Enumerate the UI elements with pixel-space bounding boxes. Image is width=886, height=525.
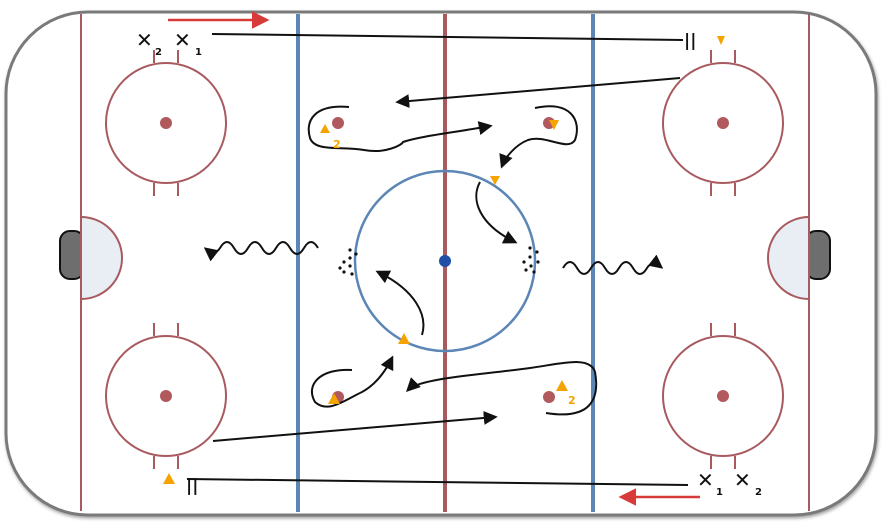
pylon-marker-bottom-left: || <box>186 476 198 496</box>
skate-line-bottom-long <box>186 478 689 486</box>
defender-number: 1 <box>716 487 723 498</box>
faceoff-dot-top-right <box>717 117 729 129</box>
pylon-marker-top-right: || <box>684 31 696 51</box>
left-crease <box>80 215 123 301</box>
defender-number: 1 <box>195 47 202 58</box>
defender-x-icon: ✕ <box>697 468 714 492</box>
curl-path-bottom-right <box>406 361 598 416</box>
skate-arrow-bottom-diagonal <box>212 410 498 442</box>
curl-path-top-left <box>307 105 493 152</box>
attacker-triangle <box>398 333 410 344</box>
puck-cluster-left <box>338 248 358 276</box>
faceoff-circle-top-left <box>105 50 227 196</box>
puck-cluster-right <box>522 246 540 274</box>
defender-x-icon: ✕ <box>174 28 191 52</box>
skate-path-right-center <box>475 181 518 244</box>
skate-arrow-top-diagonal <box>395 77 681 109</box>
attacker-triangle <box>163 473 175 484</box>
skate-line-top-long <box>211 33 684 41</box>
defender-number: 2 <box>755 487 762 498</box>
faceoff-circle-bottom-right <box>662 323 784 469</box>
faceoff-dot-bottom-left <box>160 390 172 402</box>
neutral-dot-bottom-right <box>543 391 555 403</box>
faceoff-dot-top-left <box>160 117 172 129</box>
attacker-triangle <box>549 120 559 130</box>
defender-x-icon: ✕ <box>136 28 153 52</box>
attacker-triangle <box>320 124 330 133</box>
curl-path-top-right <box>499 105 578 169</box>
curl-path-bottom-left <box>310 355 394 408</box>
faceoff-dot-bottom-right <box>717 390 729 402</box>
neutral-dot-top-left <box>332 117 344 129</box>
attacker-triangle <box>328 393 340 404</box>
faceoff-circle-bottom-left <box>105 323 227 469</box>
attacker-number-top-left: 2 <box>333 138 341 151</box>
wavy-arrow-left <box>203 241 319 262</box>
defender-x-icon: ✕ <box>734 468 751 492</box>
skate-path-left-center <box>375 270 425 336</box>
attacker-triangle <box>490 176 500 185</box>
faceoff-circle-top-right <box>662 50 784 196</box>
wavy-arrow-right <box>562 254 664 275</box>
center-faceoff-dot <box>439 255 451 267</box>
defender-number: 2 <box>155 47 162 58</box>
attacker-triangle <box>556 380 568 391</box>
attacker-number-bottom-right: 2 <box>568 394 576 407</box>
center-circle <box>353 169 537 353</box>
attacker-triangle <box>717 36 725 45</box>
right-crease <box>767 215 810 301</box>
